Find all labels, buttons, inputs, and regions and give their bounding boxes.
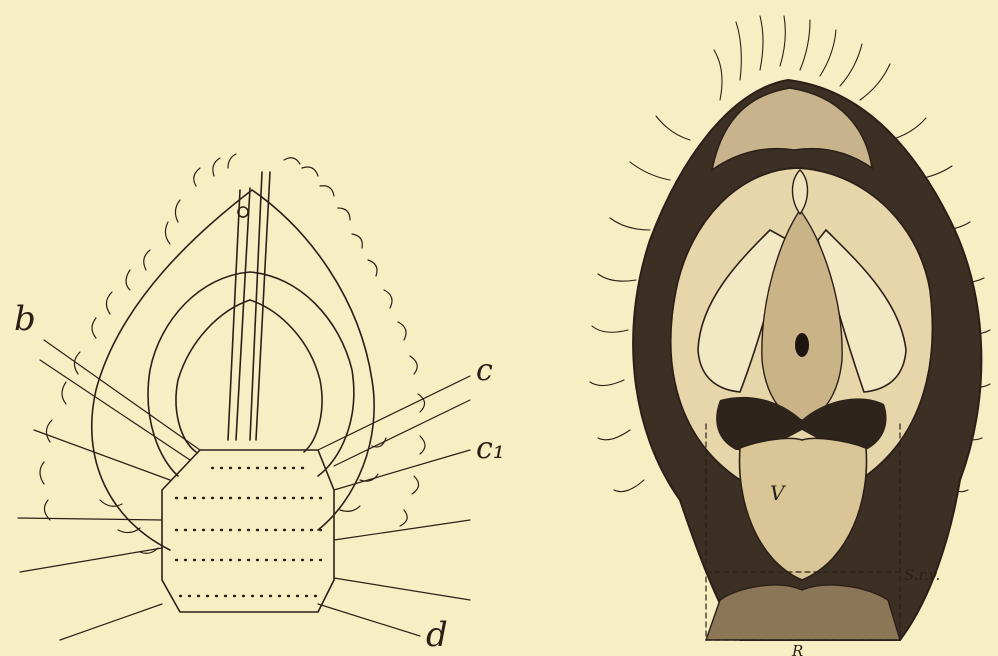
label-R: R	[791, 642, 803, 656]
label-b: b	[14, 299, 36, 339]
dotted-rows	[176, 468, 322, 596]
inner-hood	[176, 300, 322, 452]
lower-lobes	[706, 585, 900, 640]
outer-outline	[92, 190, 374, 550]
label-V: V	[770, 481, 787, 505]
label-c1: c₁	[476, 431, 505, 466]
inner-ring	[148, 272, 354, 476]
left-figure	[18, 154, 470, 640]
label-d: d	[426, 615, 448, 655]
label-Srv: S.r.v.	[904, 566, 940, 584]
label-c: c	[476, 353, 493, 388]
right-figure	[590, 16, 990, 640]
central-probe	[228, 172, 270, 440]
orifice	[795, 333, 809, 357]
